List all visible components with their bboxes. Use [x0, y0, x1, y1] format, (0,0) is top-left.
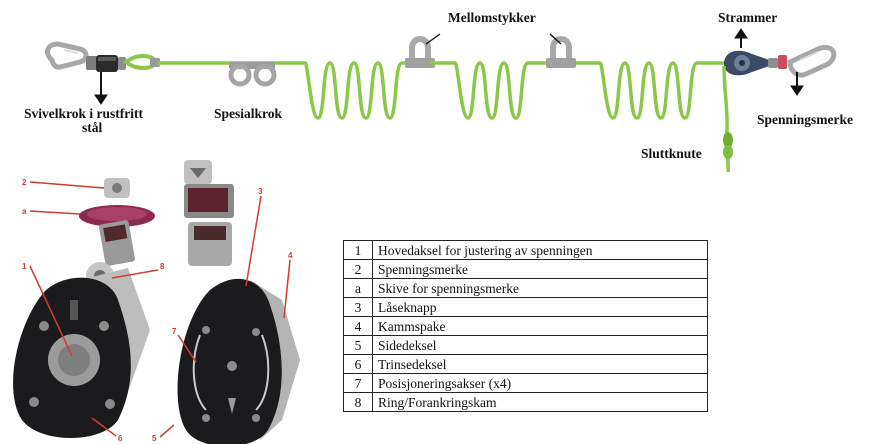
label-swivel: Svivelkrok i rustfritt [24, 106, 143, 121]
part-description: Låseknapp [373, 298, 708, 317]
swivel-body [86, 55, 126, 72]
part-key: a [344, 279, 373, 298]
label-end-knot: Sluttknute [641, 146, 702, 161]
coil-section [455, 63, 560, 118]
part-key: 7 [344, 374, 373, 393]
pulley-photo-left [13, 178, 155, 438]
part-key: 2 [344, 260, 373, 279]
end-carabiner [790, 47, 834, 75]
part-description: Skive for spenningsmerke [373, 279, 708, 298]
part-description: Spenningsmerke [373, 260, 708, 279]
lanyard-assembly [47, 39, 833, 172]
part-description: Trinsedeksel [373, 355, 708, 374]
label-tensioner: Strammer [718, 10, 777, 25]
callout-7: 7 [172, 327, 177, 336]
callout-a: a [22, 207, 27, 216]
part-key: 6 [344, 355, 373, 374]
callout-4: 4 [288, 251, 293, 260]
callout-5: 5 [152, 434, 157, 443]
callout-3: 3 [258, 187, 263, 196]
label-special-hook: Spesialkrok [214, 106, 283, 121]
label-arrows [95, 29, 803, 104]
swivel-carabiner [47, 44, 86, 67]
tensioner [724, 51, 787, 75]
part-description: Posisjoneringsakser (x4) [373, 374, 708, 393]
label-tension-marker: Spenningsmerke [757, 112, 853, 127]
callout-1: 1 [22, 262, 27, 271]
label-swivel-line2: stål [82, 120, 102, 135]
part-description: Kammspake [373, 317, 708, 336]
part-description: Hovedaksel for justering av spenningen [373, 241, 708, 260]
coil-section [600, 63, 724, 118]
part-key: 5 [344, 336, 373, 355]
part-key: 3 [344, 298, 373, 317]
callout-2: 2 [22, 178, 27, 187]
callout-8: 8 [160, 262, 165, 271]
coil-section [305, 63, 430, 118]
part-description: Sidedeksel [373, 336, 708, 355]
part-key: 1 [344, 241, 373, 260]
part-key: 8 [344, 393, 373, 412]
pulley-photo-right [178, 160, 300, 444]
label-spacers: Mellomstykker [448, 10, 536, 25]
special-hook [229, 62, 275, 84]
part-description: Ring/Forankringskam [373, 393, 708, 412]
end-knot [723, 132, 733, 159]
callout-6: 6 [118, 434, 123, 443]
part-key: 4 [344, 317, 373, 336]
